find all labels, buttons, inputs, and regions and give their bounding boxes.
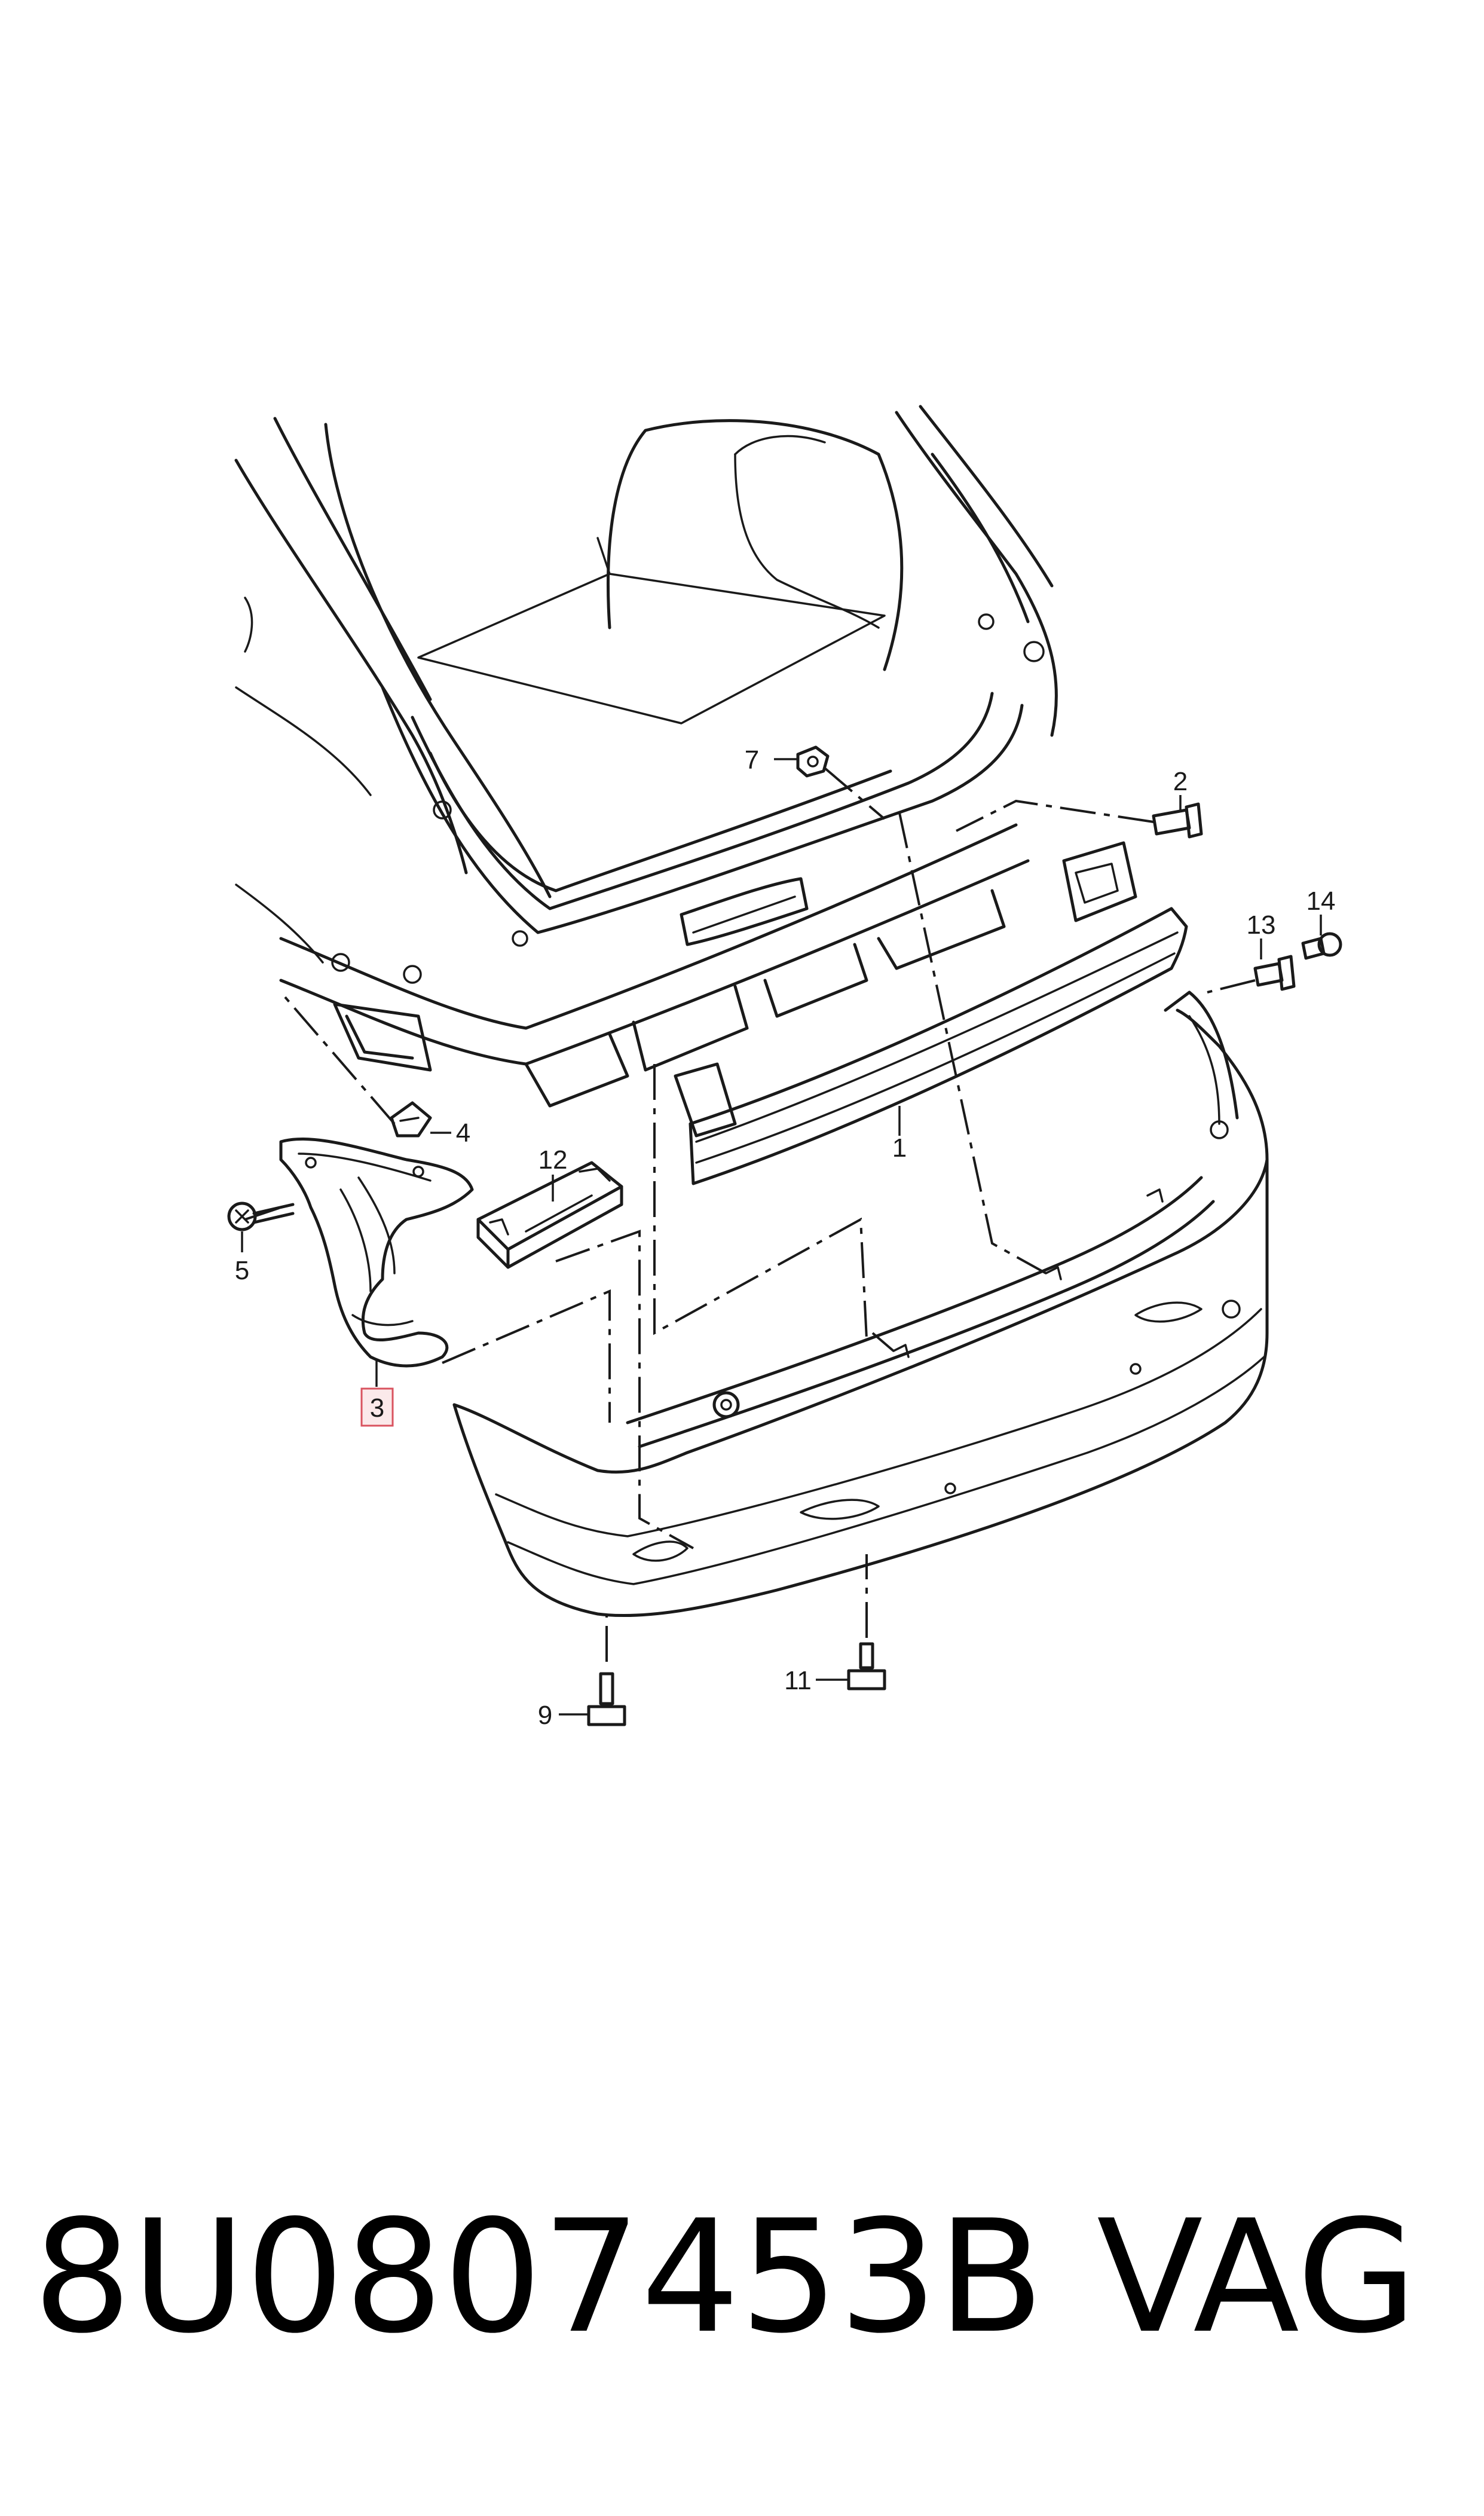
part-9-screw xyxy=(587,1672,626,1726)
car-body-rear xyxy=(234,405,1058,1108)
callout-2: 2 xyxy=(1173,767,1188,796)
part-1-bumper-carrier xyxy=(674,841,1188,1185)
callout-11: 11 xyxy=(784,1666,812,1695)
fasteners xyxy=(227,745,1342,1726)
callout-leaders xyxy=(241,758,1322,1716)
callout-13: 13 xyxy=(1247,910,1276,940)
part-13-bolt xyxy=(1253,955,1296,991)
callout-9: 9 xyxy=(538,1701,552,1730)
callout-5: 5 xyxy=(235,1256,249,1285)
callouts: 7 2 14 13 4 12 1 5 3 9 11 xyxy=(235,745,1336,1730)
callout-7: 7 xyxy=(745,745,759,775)
part-4-clip xyxy=(390,1101,432,1138)
callout-1: 1 xyxy=(892,1133,907,1163)
callout-14: 14 xyxy=(1306,886,1336,916)
part-7-nut xyxy=(796,745,830,778)
part-12-bracket xyxy=(476,1161,623,1269)
part-11-screw xyxy=(847,1642,886,1690)
part-5-screw xyxy=(227,1202,295,1231)
brand-name: VAG xyxy=(1097,2187,1417,2368)
assembly-lines xyxy=(244,767,1256,1662)
callout-3-highlight: 3 xyxy=(360,1387,394,1427)
callout-4: 4 xyxy=(456,1118,470,1148)
callout-12: 12 xyxy=(538,1145,568,1175)
part-number: 8U0807453B xyxy=(33,2187,1045,2368)
rear-bumper-cover xyxy=(452,990,1269,1618)
footer-caption: 8U0807453B VAG xyxy=(33,2188,1455,2367)
callout-3: 3 xyxy=(370,1393,384,1423)
part-2-bolt xyxy=(1152,802,1203,839)
part-14-bolt xyxy=(1301,932,1342,960)
part-3-bumper-guide-left xyxy=(279,1137,474,1368)
